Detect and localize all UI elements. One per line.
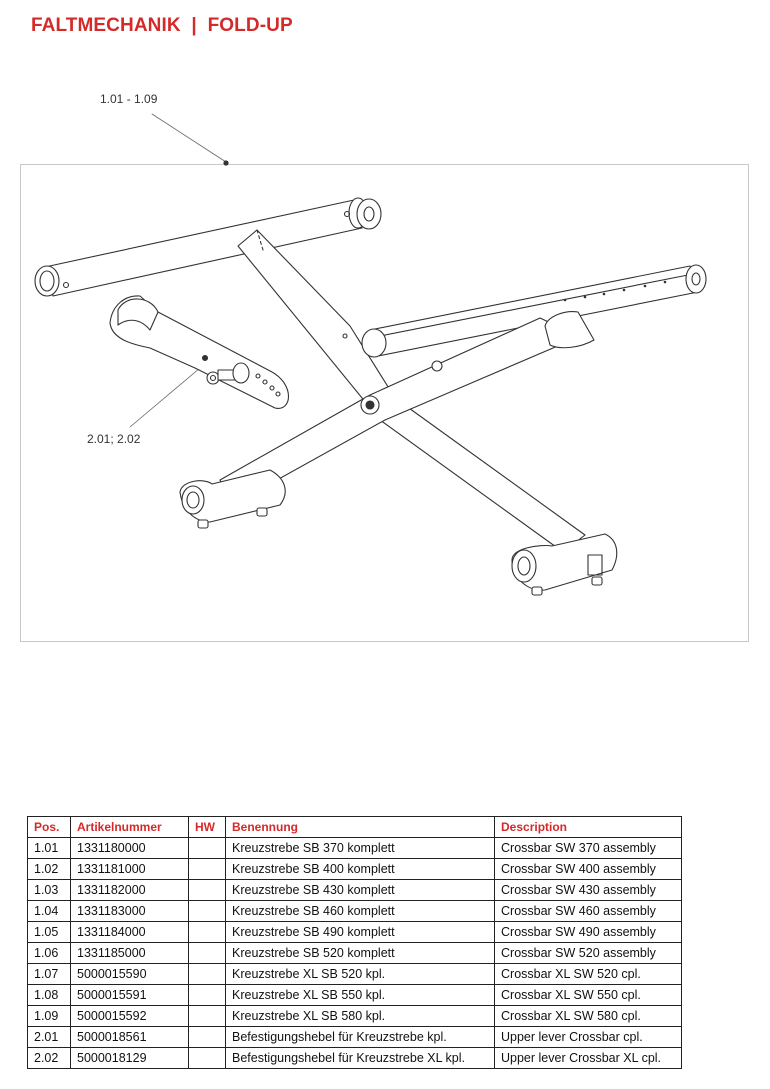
lower-right-foot — [511, 533, 618, 596]
fastening-lever — [109, 295, 289, 409]
cell-pos: 2.01 — [27, 1026, 71, 1048]
cell-artikelnummer: 1331184000 — [70, 921, 189, 943]
callout-label-lever: 2.01; 2.02 — [87, 432, 141, 446]
cell-artikelnummer: 1331181000 — [70, 858, 189, 880]
cell-artikelnummer: 1331183000 — [70, 900, 189, 922]
cell-hw — [188, 942, 226, 964]
table-header-row: Pos. Artikelnummer HW Benennung Descript… — [27, 816, 682, 838]
callout-label-crossbar: 1.01 - 1.09 — [100, 92, 158, 106]
cell-artikelnummer: 5000015591 — [70, 984, 189, 1006]
cell-hw — [188, 900, 226, 922]
callout-leader-crossbar — [151, 113, 227, 163]
cell-description: Upper lever Crossbar XL cpl. — [494, 1047, 682, 1069]
header-benennung: Benennung — [225, 816, 495, 838]
cell-benennung: Kreuzstrebe SB 490 komplett — [225, 921, 495, 943]
cell-hw — [188, 1047, 226, 1069]
header-pos: Pos. — [27, 816, 71, 838]
header-artikelnummer: Artikelnummer — [70, 816, 189, 838]
cell-hw — [188, 1005, 226, 1027]
cell-hw — [188, 837, 226, 859]
cell-description: Crossbar SW 490 assembly — [494, 921, 682, 943]
cell-description: Crossbar SW 370 assembly — [494, 837, 682, 859]
cell-hw — [188, 921, 226, 943]
cell-artikelnummer: 5000018561 — [70, 1026, 189, 1048]
cell-artikelnummer: 1331180000 — [70, 837, 189, 859]
callout-leader-lever — [129, 367, 201, 428]
cell-description: Crossbar SW 520 assembly — [494, 942, 682, 964]
cell-benennung: Kreuzstrebe XL SB 550 kpl. — [225, 984, 495, 1006]
cell-benennung: Kreuzstrebe XL SB 580 kpl. — [225, 1005, 495, 1027]
lower-left-foot — [179, 469, 286, 529]
cell-hw — [188, 984, 226, 1006]
cell-pos: 1.09 — [27, 1005, 71, 1027]
header-description: Description — [494, 816, 682, 838]
cell-hw — [188, 879, 226, 901]
cell-benennung: Befestigungshebel für Kreuzstrebe kpl. — [225, 1026, 495, 1048]
cell-pos: 1.05 — [27, 921, 71, 943]
cell-benennung: Kreuzstrebe SB 370 komplett — [225, 837, 495, 859]
diagonal-strut-right — [219, 311, 595, 506]
cell-description: Upper lever Crossbar cpl. — [494, 1026, 682, 1048]
cell-pos: 1.07 — [27, 963, 71, 985]
right-tube — [361, 264, 707, 358]
cell-description: Crossbar SW 430 assembly — [494, 879, 682, 901]
callout-dot-crossbar — [223, 160, 229, 166]
upper-tube — [34, 197, 382, 297]
cell-pos: 1.02 — [27, 858, 71, 880]
cell-description: Crossbar SW 400 assembly — [494, 858, 682, 880]
cell-benennung: Kreuzstrebe XL SB 520 kpl. — [225, 963, 495, 985]
parts-table: Pos. Artikelnummer HW Benennung Descript… — [27, 816, 682, 1069]
drawing-frame — [20, 164, 749, 642]
cell-description: Crossbar SW 460 assembly — [494, 900, 682, 922]
cell-hw — [188, 1026, 226, 1048]
cell-artikelnummer: 1331182000 — [70, 879, 189, 901]
cell-description: Crossbar XL SW 550 cpl. — [494, 984, 682, 1006]
cell-pos: 2.02 — [27, 1047, 71, 1069]
cell-benennung: Kreuzstrebe SB 400 komplett — [225, 858, 495, 880]
cell-benennung: Kreuzstrebe SB 520 komplett — [225, 942, 495, 964]
cell-artikelnummer: 1331185000 — [70, 942, 189, 964]
cell-description: Crossbar XL SW 580 cpl. — [494, 1005, 682, 1027]
cell-artikelnummer: 5000018129 — [70, 1047, 189, 1069]
exploded-drawing — [34, 113, 707, 596]
cell-pos: 1.08 — [27, 984, 71, 1006]
diagonal-strut-left — [237, 229, 586, 553]
cell-benennung: Kreuzstrebe SB 430 komplett — [225, 879, 495, 901]
cell-benennung: Kreuzstrebe SB 460 komplett — [225, 900, 495, 922]
page-title: FALTMECHANIK | FOLD-UP — [31, 15, 293, 36]
cell-artikelnummer: 5000015592 — [70, 1005, 189, 1027]
cell-hw — [188, 858, 226, 880]
cell-pos: 1.06 — [27, 942, 71, 964]
cell-hw — [188, 963, 226, 985]
cell-pos: 1.04 — [27, 900, 71, 922]
header-hw: HW — [188, 816, 226, 838]
cell-pos: 1.03 — [27, 879, 71, 901]
cell-description: Crossbar XL SW 520 cpl. — [494, 963, 682, 985]
cell-artikelnummer: 5000015590 — [70, 963, 189, 985]
cell-pos: 1.01 — [27, 837, 71, 859]
cell-benennung: Befestigungshebel für Kreuzstrebe XL kpl… — [225, 1047, 495, 1069]
